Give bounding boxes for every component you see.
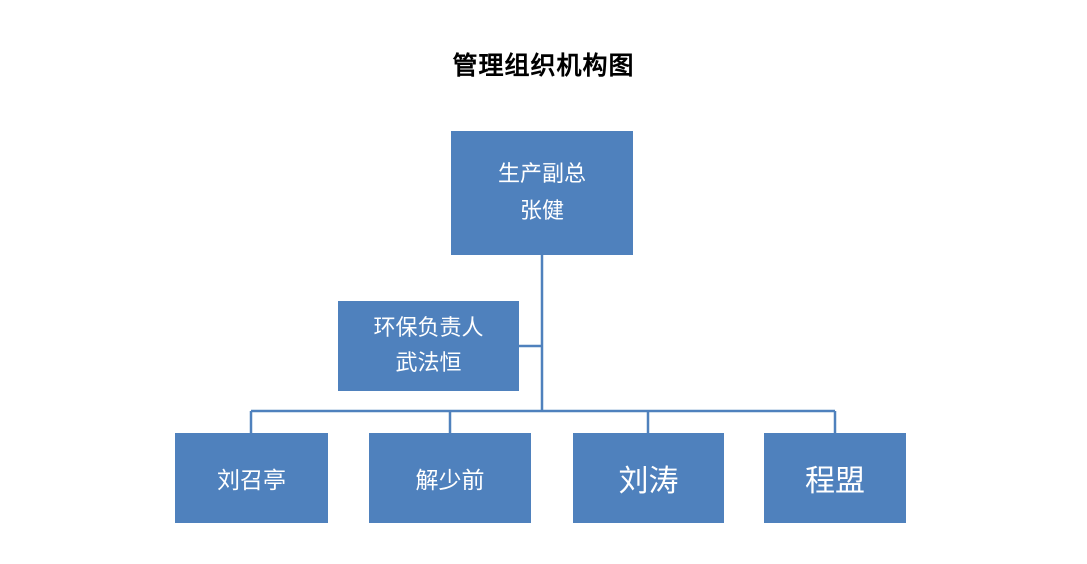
subordinate-node-box: 解少前 [369,433,531,523]
top-node-box: 生产副总 张健 [451,131,633,255]
assistant-node-box: 环保负责人 武法恒 [338,301,519,391]
subordinate-node-name: 程盟 [805,464,865,499]
subordinate-node-name: 解少前 [415,468,485,494]
subordinate-node-name: 刘涛 [618,464,679,499]
top-node-name: 张健 [519,199,564,224]
assistant-node-role: 环保负责人 [373,316,484,341]
subordinate-node-box: 程盟 [764,433,906,523]
subordinate-node-box: 刘涛 [573,433,724,523]
top-node-role: 生产副总 [497,162,586,187]
page-title: 管理组织机构图 [452,51,635,80]
subordinate-node-name: 刘召亭 [217,468,286,494]
subordinate-node-box: 刘召亭 [175,433,328,523]
assistant-node-name: 武法恒 [395,351,462,376]
